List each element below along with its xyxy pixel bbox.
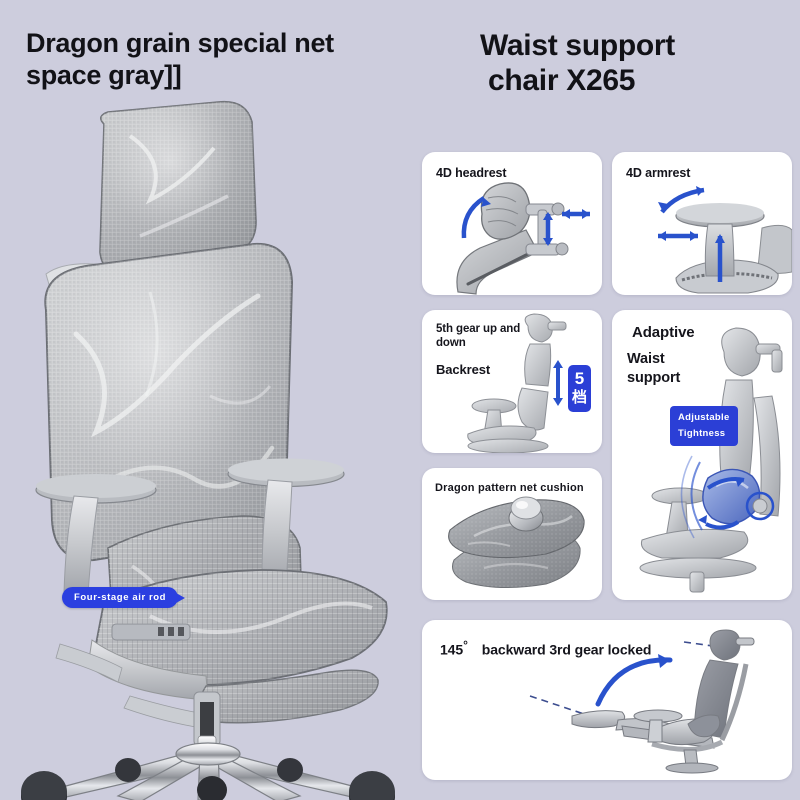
- gear-badge-unit: 档: [571, 389, 587, 407]
- feature-card-waist-support[interactable]: Adaptive Waist support Adjustable Tightn…: [612, 310, 792, 600]
- armrest-illustration: [675, 203, 792, 294]
- gear-badge-number: 5: [574, 369, 585, 388]
- page-title-left: Dragon grain special net space gray]]: [26, 28, 426, 92]
- gear-count-badge: 5 档: [568, 365, 591, 412]
- waist-support-illustration: [639, 327, 783, 593]
- card-gear-caption-line2: Backrest: [436, 362, 491, 377]
- recline-angle: 145: [440, 641, 464, 658]
- card-gear-caption-line1: 5th gear up and down: [436, 323, 521, 349]
- card-waist-caption-rest: Waist support: [627, 350, 680, 388]
- title-left-line1: Dragon grain special net: [26, 28, 334, 58]
- title-right-line2: chair X265: [488, 64, 636, 98]
- card-armrest-caption: 4D armrest: [626, 166, 691, 180]
- feature-card-recline[interactable]: 145° backward 3rd gear locked: [422, 620, 792, 780]
- recline-text: backward 3rd gear locked: [481, 641, 652, 658]
- card-waist-caption-line1: Adaptive: [632, 324, 695, 341]
- adjustable-tightness-badge: Adjustable Tightness: [670, 406, 738, 446]
- waist-arrows: [698, 477, 745, 530]
- headrest-illustration: [456, 182, 569, 295]
- recline-arrow: [595, 654, 673, 707]
- feature-card-cushion[interactable]: Dragon pattern net cushion: [422, 468, 602, 600]
- card-recline-caption: 145° backward 3rd gear locked: [440, 638, 651, 658]
- reference-line: [529, 695, 591, 717]
- card-cushion-caption: Dragon pattern net cushion: [435, 482, 584, 494]
- four-stage-air-rod-callout: Four-stage air rod: [62, 587, 186, 608]
- feature-card-armrest[interactable]: 4D armrest: [612, 152, 792, 295]
- tightness-badge-line2: Tightness: [678, 427, 726, 439]
- page-title-right: Waist support chair X265: [480, 28, 790, 99]
- title-left-line2: space gray]]: [26, 59, 182, 90]
- tightness-badge-line1: Adjustable: [678, 412, 730, 423]
- motion-arcs: [680, 455, 703, 539]
- reclined-chair-illustration: [571, 629, 755, 774]
- hero-chair-image: [0, 96, 412, 800]
- card-headrest-caption: 4D headrest: [436, 166, 507, 180]
- degree-symbol: °: [463, 638, 468, 652]
- headrest-arrows: [461, 196, 590, 246]
- card-waist-caption-line3: support: [627, 369, 681, 386]
- armrest-arrows: [658, 186, 725, 282]
- cushion-illustration: [448, 496, 585, 589]
- adjust-knob-highlight: [745, 491, 775, 521]
- card-waist-caption-line2: Waist: [627, 351, 665, 367]
- title-right-line1: Waist support: [480, 29, 675, 62]
- feature-card-headrest[interactable]: 4D headrest: [422, 152, 602, 295]
- backrest-height-illustration: [467, 313, 567, 453]
- feature-card-backrest-gear[interactable]: 5th gear up and down Backrest 5 档: [422, 310, 602, 453]
- gear-arrow: [553, 360, 563, 406]
